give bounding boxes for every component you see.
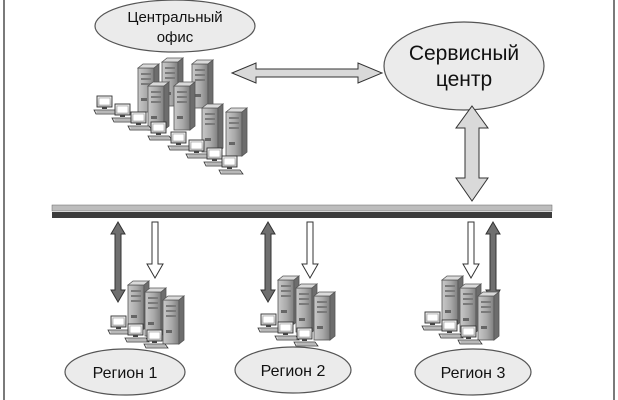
region-1-node: Регион 1 (64, 348, 186, 396)
central-office-label-line2: офис (157, 29, 194, 46)
region-1-ellipse (64, 348, 186, 396)
region-3-node: Регион 3 (414, 348, 532, 396)
service-center-label-line1: Сервисный (409, 42, 519, 65)
office-service-arrow (230, 62, 384, 84)
region-2-node: Регион 2 (234, 346, 352, 394)
region-2-label: Регион 2 (261, 363, 326, 380)
central-office-label-line1: Центральный (127, 9, 222, 26)
region-2-ellipse (234, 346, 352, 394)
service-bus-arrow (455, 105, 489, 202)
service-center-label-line2: центр (436, 68, 492, 91)
service-center-ellipse (383, 21, 545, 111)
network-bus (51, 204, 553, 218)
service-center-node: Сервисный центр (383, 21, 545, 111)
central-office-node: Центральный офис (93, 0, 256, 175)
region-3-label: Регион 3 (441, 365, 506, 382)
region-3-ellipse (414, 348, 532, 396)
region-3-cluster (421, 275, 500, 345)
central-office-ellipse (94, 0, 256, 53)
region-1-label: Регион 1 (93, 365, 158, 382)
